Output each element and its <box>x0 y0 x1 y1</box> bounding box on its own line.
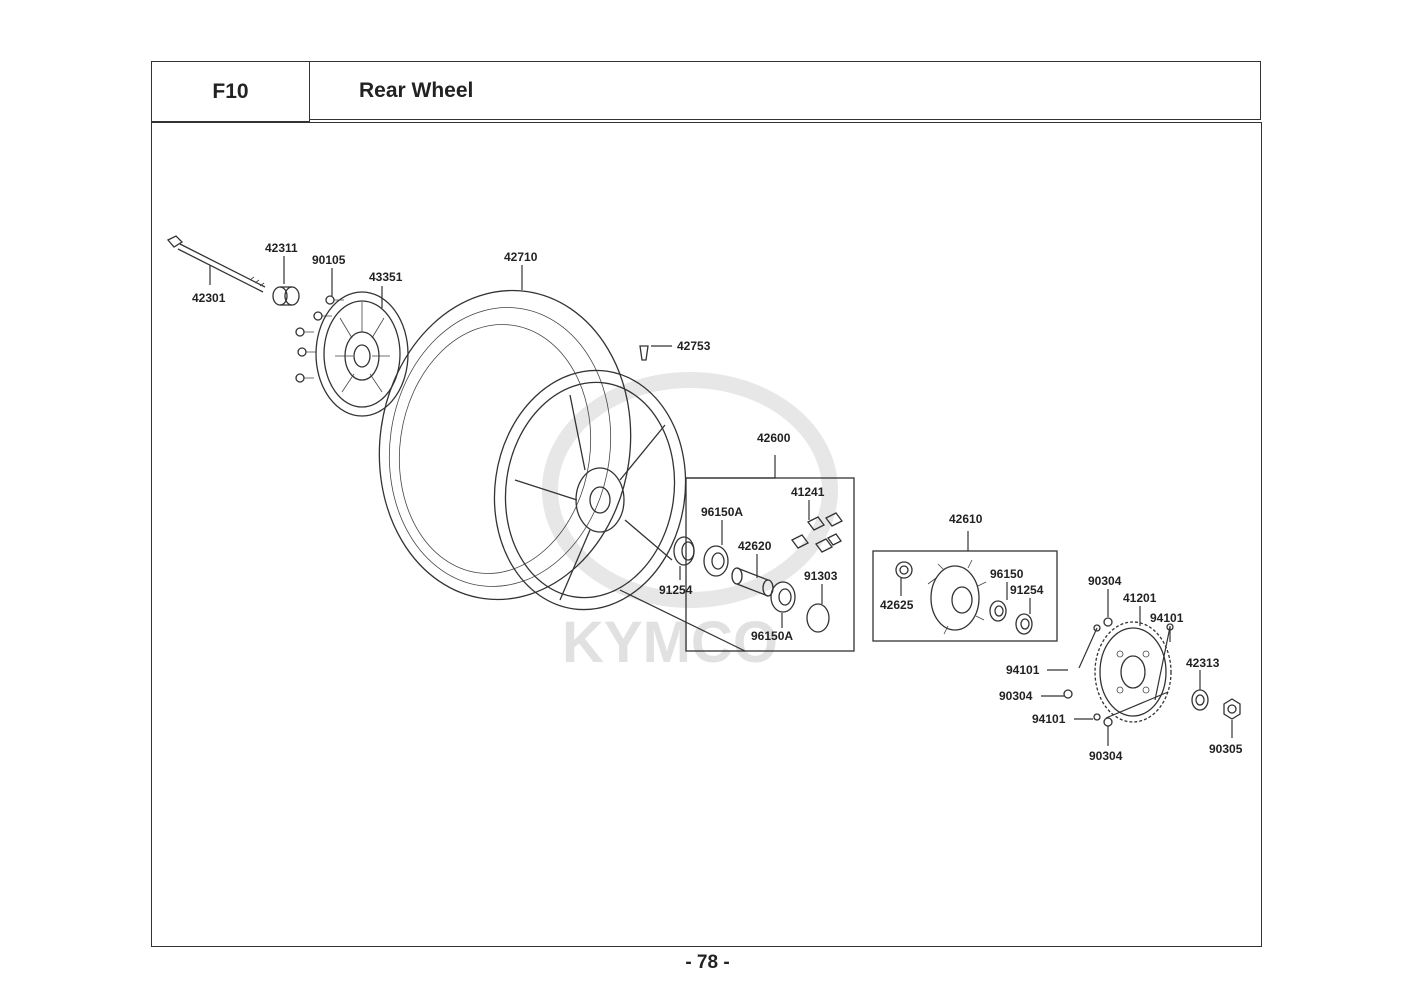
sprocket-collar <box>1191 689 1209 711</box>
callout-41201: 41201 <box>1123 591 1157 605</box>
callout-90105: 90105 <box>312 253 346 267</box>
disc-bolts <box>295 295 344 383</box>
callout-90304-2: 90304 <box>999 689 1033 703</box>
callout-41241: 41241 <box>791 485 825 499</box>
callout-42625: 42625 <box>880 598 914 612</box>
rear-tire <box>378 289 632 601</box>
flange-bearing <box>989 600 1007 622</box>
callout-91254-1: 91254 <box>659 583 693 597</box>
flange-collar <box>895 561 913 579</box>
callout-43351: 43351 <box>369 270 403 284</box>
callout-42610: 42610 <box>949 512 983 526</box>
rear-rim <box>493 369 687 611</box>
final-driven-flange <box>927 559 987 635</box>
axle-collar <box>272 286 300 306</box>
callout-96150A-1: 96150A <box>701 505 743 519</box>
bearing-right <box>770 581 796 613</box>
callout-labels: 42301 42311 90105 43351 42710 42753 4260… <box>192 241 1243 763</box>
callout-42753: 42753 <box>677 339 711 353</box>
callout-42313: 42313 <box>1186 656 1220 670</box>
section-title: Rear Wheel <box>309 61 1261 120</box>
section-code: F10 <box>151 61 310 122</box>
bearing-left <box>703 545 729 577</box>
callout-94101-3: 94101 <box>1032 712 1066 726</box>
callout-94101-2: 94101 <box>1006 663 1040 677</box>
flange-oil-seal <box>1015 613 1033 635</box>
sprocket-fasteners <box>1063 617 1174 727</box>
wheel-dampers <box>791 512 843 553</box>
group-42600-leader-2 <box>619 589 746 652</box>
driven-sprocket <box>1094 621 1172 723</box>
callout-90305: 90305 <box>1209 742 1243 756</box>
page-number: - 78 - <box>685 952 730 973</box>
brake-disc <box>315 291 409 417</box>
callout-96150A-2: 96150A <box>751 629 793 643</box>
oil-seal <box>673 536 695 566</box>
watermark-text: KYMCO <box>562 610 778 675</box>
watermark: KYMCO <box>542 372 838 675</box>
callout-90304-1: 90304 <box>1088 574 1122 588</box>
page-header: F10 Rear Wheel <box>151 61 1263 122</box>
callout-91303: 91303 <box>804 569 838 583</box>
callout-96150: 96150 <box>990 567 1024 581</box>
callout-42301: 42301 <box>192 291 226 305</box>
callout-leaders <box>209 256 1233 746</box>
callout-91254-2: 91254 <box>1010 583 1044 597</box>
callout-42600: 42600 <box>757 431 791 445</box>
callout-42620: 42620 <box>738 539 772 553</box>
diagram-frame <box>151 122 1262 947</box>
o-ring <box>806 603 830 633</box>
tire-valve <box>639 345 649 361</box>
axle-nut <box>1223 698 1241 720</box>
callout-94101-1: 94101 <box>1150 611 1184 625</box>
rear-axle <box>166 235 266 293</box>
callout-42710: 42710 <box>504 250 538 264</box>
callout-90304-3: 90304 <box>1089 749 1123 763</box>
group-42610-box <box>872 550 1058 642</box>
callout-42311: 42311 <box>265 241 298 255</box>
group-42600-leader <box>686 455 776 479</box>
